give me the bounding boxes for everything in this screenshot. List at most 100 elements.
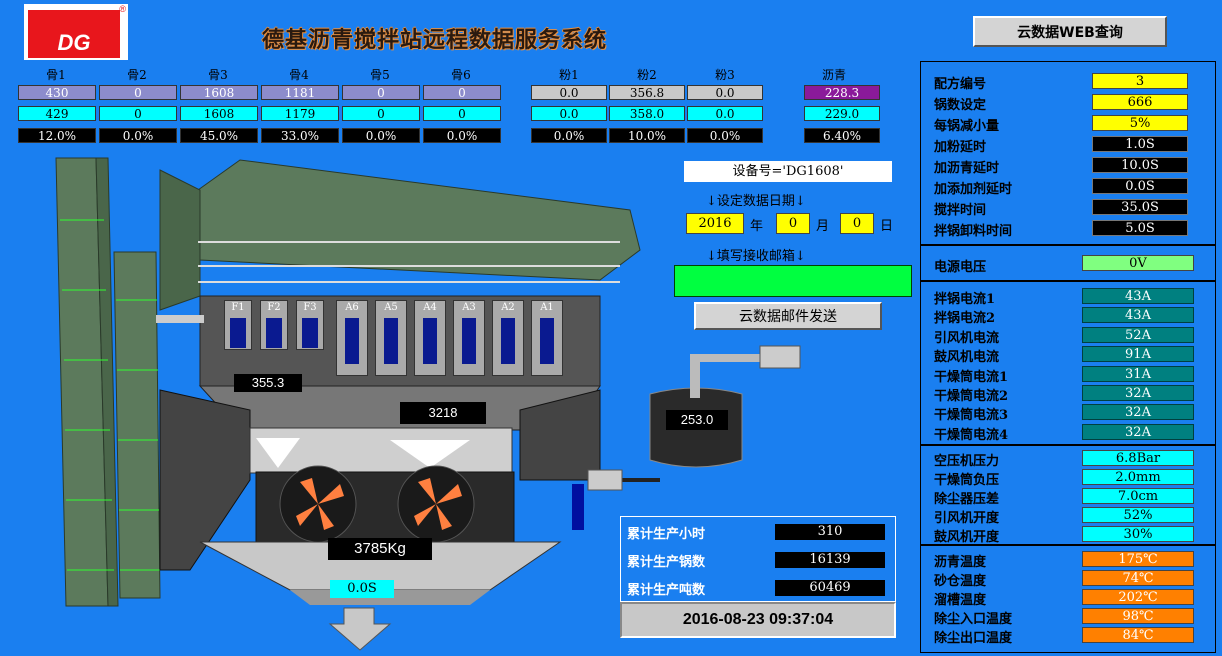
current-value: 32A [1082,385,1194,401]
pressure-label: 空压机压力 [934,454,1000,469]
aggregate-header: 骨3 [208,68,228,82]
recipe-value[interactable]: 666 [1092,94,1188,110]
temperature-label: 沥青温度 [934,555,987,570]
recipe-panel [920,61,1216,245]
aggregate-set-value: 1608 [180,85,258,100]
stat-label: 累计生产小时 [627,527,706,542]
aggregate-bin-label: A5 [384,302,398,313]
recipe-value: 35.0S [1092,199,1188,215]
stat-label: 累计生产锅数 [627,555,706,570]
current-panel [920,281,1216,445]
powder-bin-level [302,318,318,348]
web-query-button[interactable]: 云数据WEB查询 [973,16,1167,47]
aggregate-bin-level [462,318,476,364]
stat-label: 累计生产吨数 [627,583,706,598]
recipe-value: 0.0S [1092,178,1188,194]
aggregate-bin-level [345,318,359,364]
aggregate-bin-level [540,318,554,364]
screen-house [159,159,641,311]
stat-value: 60469 [775,580,885,596]
stat-value: 16139 [775,552,885,568]
current-value: 91A [1082,346,1194,363]
asphalt-actual-value: 229.0 [804,106,880,121]
current-label: 鼓风机电流 [934,350,1000,366]
temperature-value: 74℃ [1082,570,1194,586]
pressure-value: 30% [1082,526,1194,542]
recipe-label: 加沥青延时 [934,161,1000,176]
aggregate-actual-value: 0 [423,106,501,121]
pressure-value: 6.8Bar [1082,450,1194,466]
email-send-button[interactable]: 云数据邮件发送 [694,302,882,330]
powder-actual-value: 0.0 [531,106,607,121]
aggregate-bin-label: A6 [345,302,359,313]
aggregate-bin-level [423,318,437,364]
recipe-label: 加粉延时 [934,140,987,155]
month-input[interactable]: 0 [776,213,810,234]
current-label: 干燥筒电流3 [934,408,1009,424]
registered-mark: ® [119,4,126,14]
aggregate-set-value: 430 [18,85,96,100]
powder-bin-level [266,318,282,348]
temperature-label: 除尘入口温度 [934,612,1013,627]
page-title: 德基沥青搅拌站远程数据服务系统 [262,28,608,53]
recipe-value[interactable]: 3 [1092,73,1188,89]
email-label: ↓填写接收邮箱↓ [706,249,806,264]
pressure-label: 鼓风机开度 [934,530,1000,545]
recipe-value[interactable]: 5% [1092,115,1188,131]
year-input[interactable]: 2016 [686,213,744,234]
aggregate-actual-value: 1179 [261,106,339,121]
powder-percent: 0.0% [687,128,763,143]
aggregate-actual-value: 429 [18,106,96,121]
company-logo: DG ® [24,4,128,60]
temperature-panel [920,545,1216,653]
recipe-label: 拌锅卸料时间 [934,224,1013,239]
pressure-value: 52% [1082,507,1194,523]
voltage-value: 0V [1082,255,1194,271]
temperature-label: 溜槽温度 [934,593,987,608]
powder-weight-readout: 355.3 [234,374,302,392]
aggregate-percent: 45.0% [180,128,258,143]
aggregate-header: 骨5 [370,68,390,82]
aggregate-percent: 12.0% [18,128,96,143]
aggregate-percent: 0.0% [423,128,501,143]
current-label: 引风机电流 [934,330,1000,346]
aggregate-header: 骨1 [46,68,66,82]
current-value: 43A [1082,307,1194,324]
recipe-label: 锅数设定 [934,98,987,113]
powder-actual-value: 358.0 [609,106,685,121]
current-label: 拌锅电流2 [934,311,996,327]
aggregate-actual-value: 0 [99,106,177,121]
aggregate-percent: 0.0% [99,128,177,143]
current-label: 干燥筒电流2 [934,389,1009,404]
temperature-value: 84℃ [1082,627,1194,643]
temperature-label: 砂仓温度 [934,574,987,589]
day-input[interactable]: 0 [840,213,874,234]
discharge-time-readout: 0.0S [330,580,394,598]
pressure-value: 7.0cm [1082,488,1194,504]
powder-set-value: 356.8 [609,85,685,100]
day-unit: 日 [880,219,894,234]
current-label: 拌锅电流1 [934,292,996,307]
aggregate-bin-label: A2 [501,302,515,313]
mixer-weight-readout: 3785Kg [328,538,432,560]
voltage-panel [920,245,1216,281]
asphalt-set-value: 228.3 [804,85,880,100]
aggregate-percent: 0.0% [342,128,420,143]
pressure-label: 引风机开度 [934,511,1000,526]
hot-elevator [55,157,119,607]
aggregate-bin-level [501,318,515,364]
powder-percent: 10.0% [609,128,685,143]
asphalt-percent: 6.40% [804,128,880,143]
current-value: 32A [1082,404,1194,421]
aggregate-set-value: 0 [423,85,501,100]
temperature-value: 175℃ [1082,551,1194,567]
powder-bin-level [230,318,246,348]
powder-set-value: 0.0 [687,85,763,100]
powder-bin-label: F3 [303,302,317,313]
temperature-value: 98℃ [1082,608,1194,624]
voltage-label: 电源电压 [934,260,987,275]
aggregate-percent: 33.0% [261,128,339,143]
pressure-label: 除尘器压差 [934,492,1000,507]
email-input[interactable] [674,265,912,297]
aggregate-header: 骨6 [451,68,471,82]
